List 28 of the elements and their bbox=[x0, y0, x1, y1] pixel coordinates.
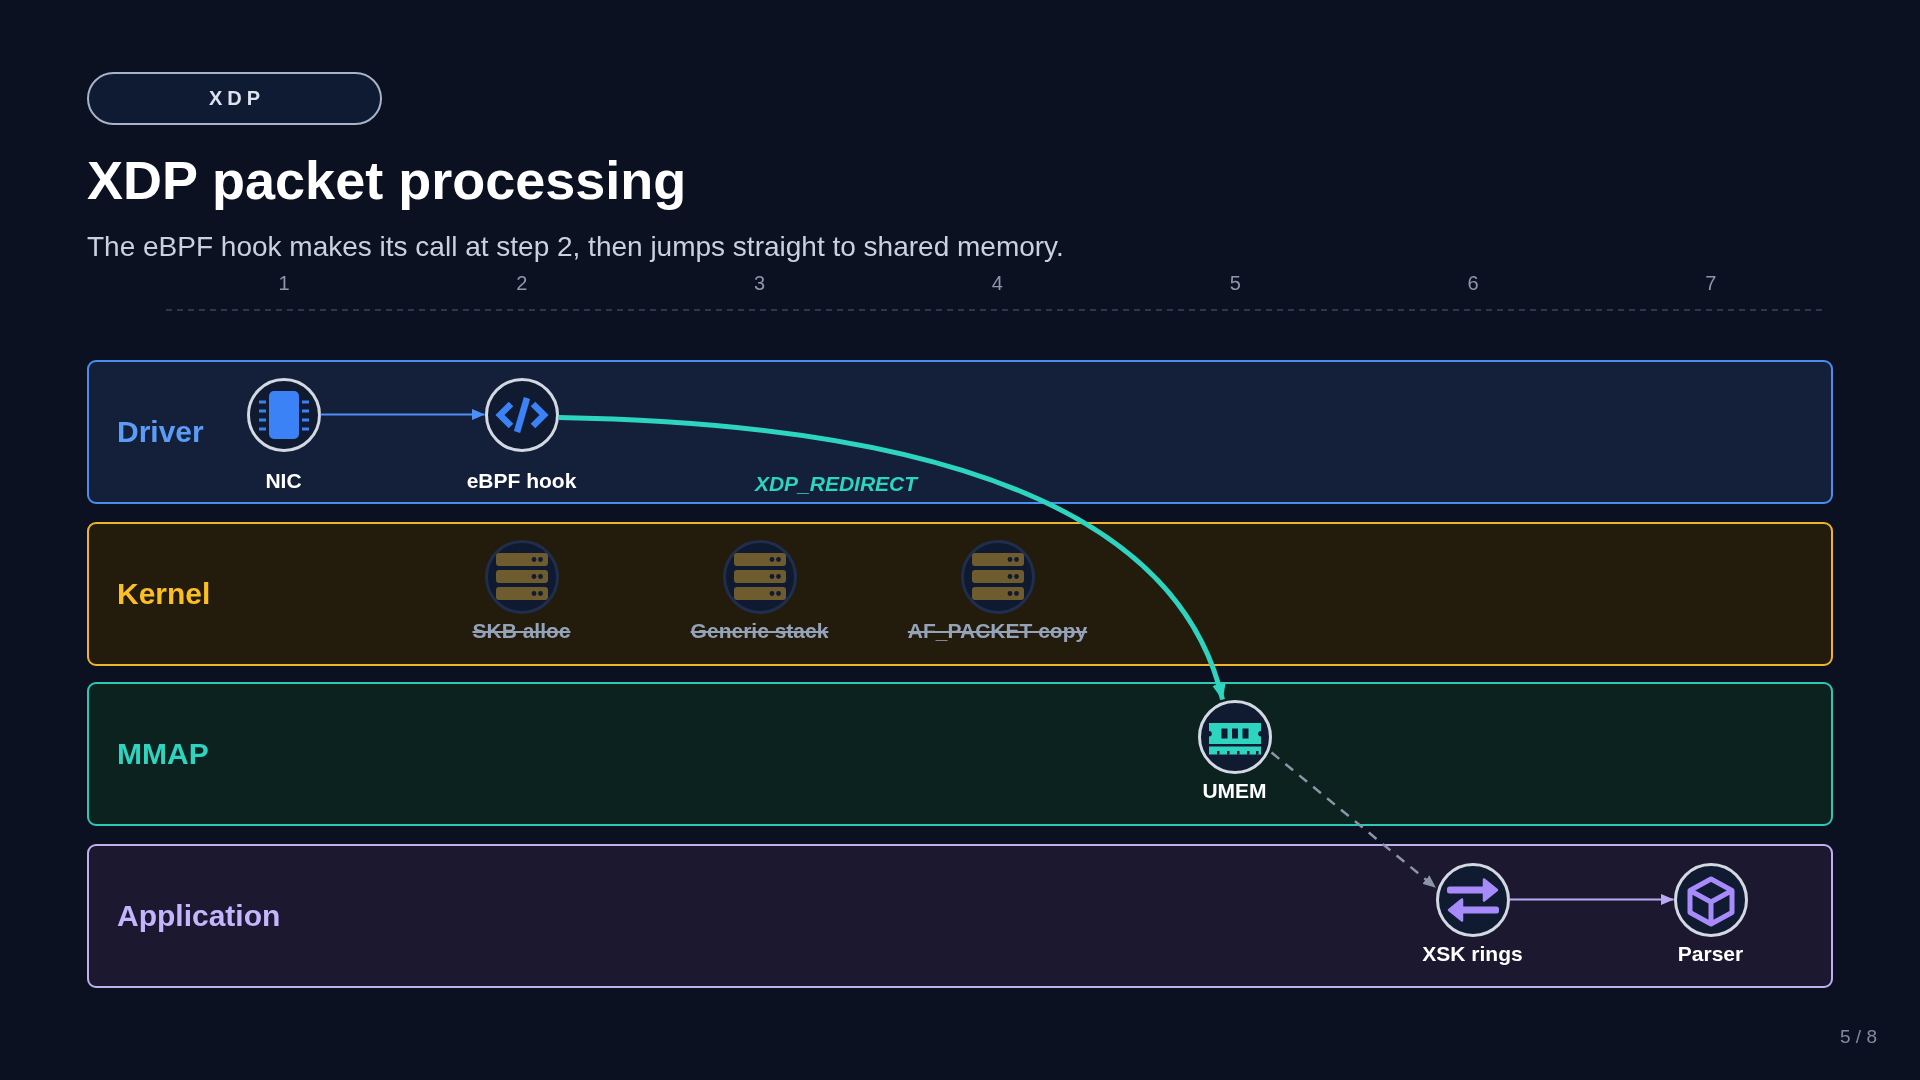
section-tag: XDP bbox=[87, 72, 382, 125]
arrow bbox=[558, 415, 1225, 701]
lane-panel bbox=[87, 844, 1833, 988]
lane-title: Application bbox=[117, 899, 281, 933]
slide-title: XDP packet processing bbox=[87, 149, 687, 211]
node-label: eBPF hook bbox=[466, 468, 577, 493]
node-label: NIC bbox=[265, 468, 302, 493]
node-label: Parser bbox=[1677, 941, 1744, 966]
arrow bbox=[1508, 894, 1675, 905]
step-number: 3 bbox=[754, 271, 766, 295]
step-number: 7 bbox=[1705, 271, 1717, 295]
step-number: 5 bbox=[1229, 271, 1241, 295]
arrow bbox=[319, 409, 486, 420]
lane-title: MMAP bbox=[117, 737, 209, 771]
subtitle: The eBPF hook makes its call at step 2, then jumps straight to shared memory. bbox=[87, 230, 1064, 264]
node-label: UMEM bbox=[1202, 778, 1267, 803]
lane-panel bbox=[87, 682, 1833, 826]
lane-title: Kernel bbox=[117, 577, 211, 611]
node-label: XSK rings bbox=[1422, 941, 1523, 966]
step-number: 2 bbox=[516, 271, 528, 295]
page-number: 5 / 8 bbox=[1840, 1025, 1877, 1048]
lane-panel bbox=[87, 522, 1833, 666]
step-number: 6 bbox=[1467, 271, 1479, 295]
step-number: 1 bbox=[278, 271, 290, 295]
lane-panel bbox=[87, 360, 1833, 504]
step-number: 4 bbox=[991, 271, 1003, 295]
lane-title: Driver bbox=[117, 415, 204, 449]
dashed-arrow bbox=[1270, 751, 1437, 889]
